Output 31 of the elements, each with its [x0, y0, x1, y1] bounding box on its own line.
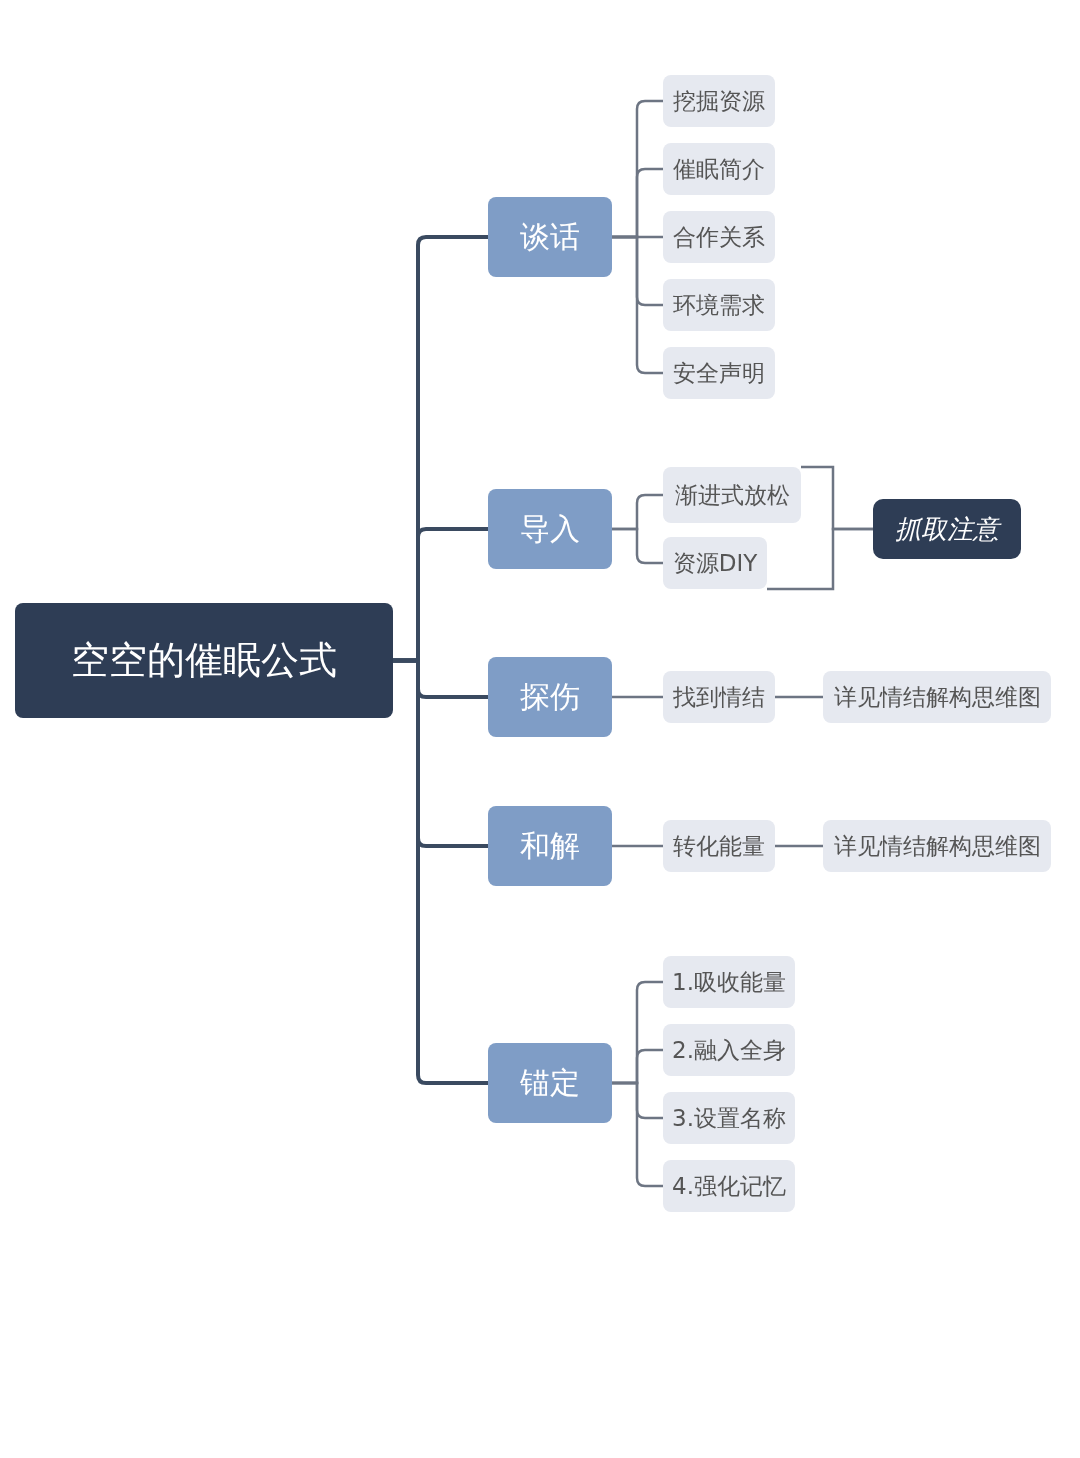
leaf-box: 转化能量: [663, 820, 775, 872]
connector-line: [775, 695, 823, 699]
topic-box: 空空的催眠公式: [15, 603, 393, 718]
connector-line: [612, 235, 663, 375]
leaf-box: 4.强化记忆: [663, 1160, 795, 1212]
branch-box: 锚定: [488, 1043, 612, 1123]
leaf-box: 环境需求: [663, 279, 775, 331]
connector-line: [612, 695, 663, 699]
connector-line: [612, 1081, 663, 1188]
connector-line: [393, 658, 488, 1085]
connector-line: [612, 844, 663, 848]
leaf-box: 资源DIY: [663, 537, 767, 589]
summary-box: 抓取注意: [873, 499, 1021, 559]
leaf-box: 安全声明: [663, 347, 775, 399]
branch-box: 谈话: [488, 197, 612, 277]
connector-line: [775, 844, 823, 848]
branch-box: 探伤: [488, 657, 612, 737]
leaf-box: 1.吸收能量: [663, 956, 795, 1008]
leaf-box: 详见情结解构思维图: [823, 820, 1051, 872]
branch-box: 和解: [488, 806, 612, 886]
branch-box: 导入: [488, 489, 612, 569]
leaf-box: 2.融入全身: [663, 1024, 795, 1076]
leaf-box: 催眠简介: [663, 143, 775, 195]
leaf-box: 渐进式放松: [663, 467, 801, 523]
leaf-box: 详见情结解构思维图: [823, 671, 1051, 723]
leaf-box: 合作关系: [663, 211, 775, 263]
leaf-box: 挖掘资源: [663, 75, 775, 127]
leaf-box: 找到情结: [663, 671, 775, 723]
leaf-box: 3.设置名称: [663, 1092, 795, 1144]
connector-line: [767, 527, 873, 591]
connector-line: [612, 527, 663, 565]
